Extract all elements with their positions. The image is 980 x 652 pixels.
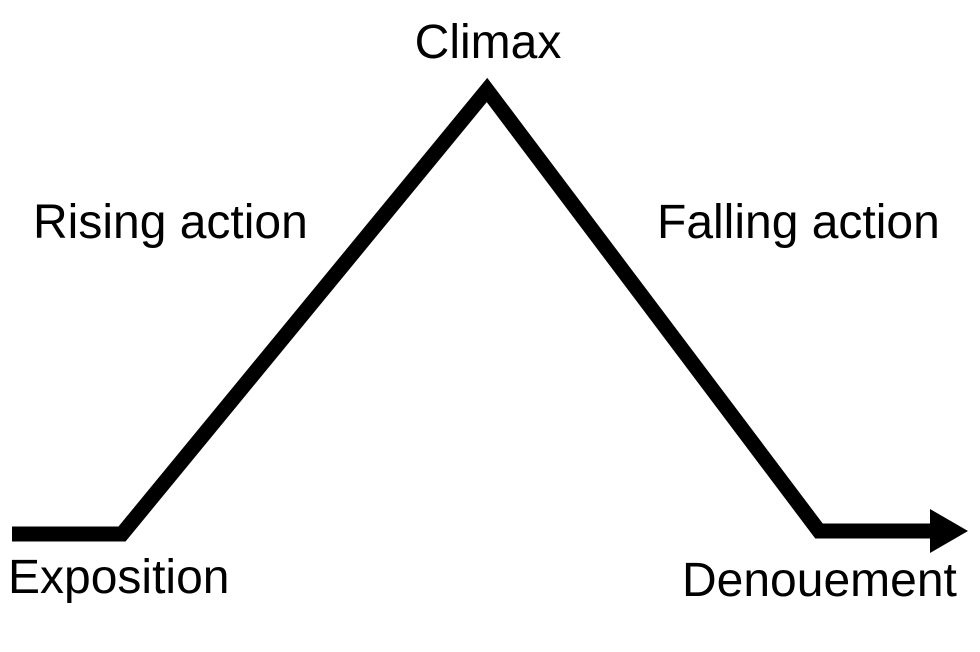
story-arc-line — [12, 77, 934, 542]
label-falling-action: Falling action — [657, 196, 940, 249]
label-denouement: Denouement — [682, 554, 957, 607]
label-exposition: Exposition — [8, 551, 230, 604]
label-rising-action: Rising action — [33, 196, 308, 249]
arrowhead-icon — [930, 509, 968, 553]
label-climax: Climax — [414, 16, 562, 69]
